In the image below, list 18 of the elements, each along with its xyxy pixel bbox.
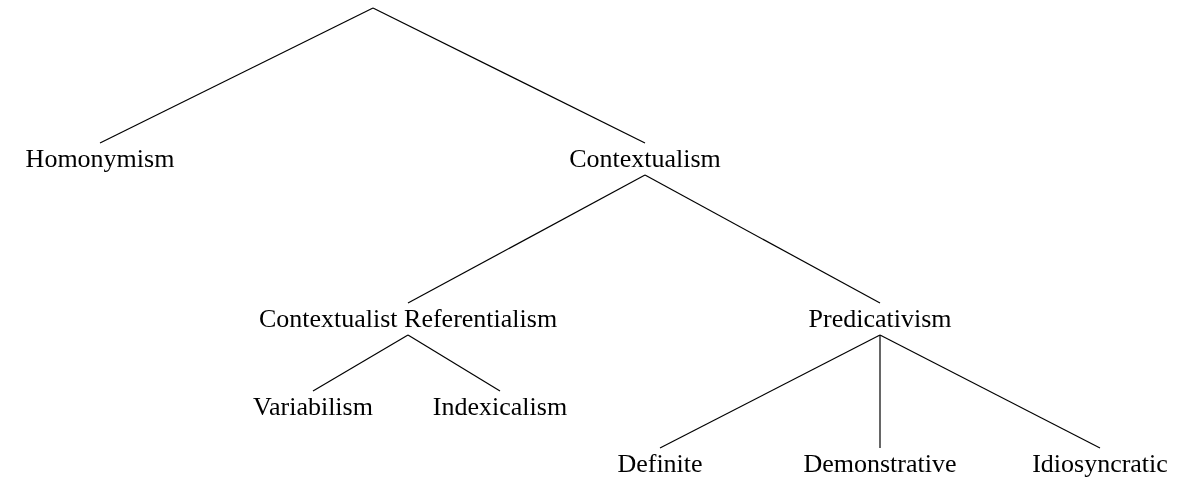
tree-branch-line (407, 334, 501, 392)
node-label: Contextualism (569, 145, 721, 173)
node-label: Predicativism (808, 305, 952, 333)
node-label: Demonstrative (803, 450, 957, 478)
tree-branch-line (407, 174, 646, 304)
node-label: Definite (617, 450, 703, 478)
node-label: Idiosyncratic (1032, 450, 1168, 478)
tree-branch-line (659, 334, 881, 449)
tree-branch-line (372, 7, 646, 144)
tree-branch-line (99, 7, 374, 144)
tree-branch-line (879, 334, 881, 449)
node-label: Variabilism (253, 393, 373, 421)
node-label: Contextualist Referentialism (258, 305, 558, 333)
node-label: Indexicalism (432, 393, 568, 421)
tree-branch-line (312, 334, 409, 392)
node-label: Homonymism (25, 145, 175, 173)
tree-branch-line (644, 174, 881, 304)
tree-branch-line (879, 334, 1101, 449)
